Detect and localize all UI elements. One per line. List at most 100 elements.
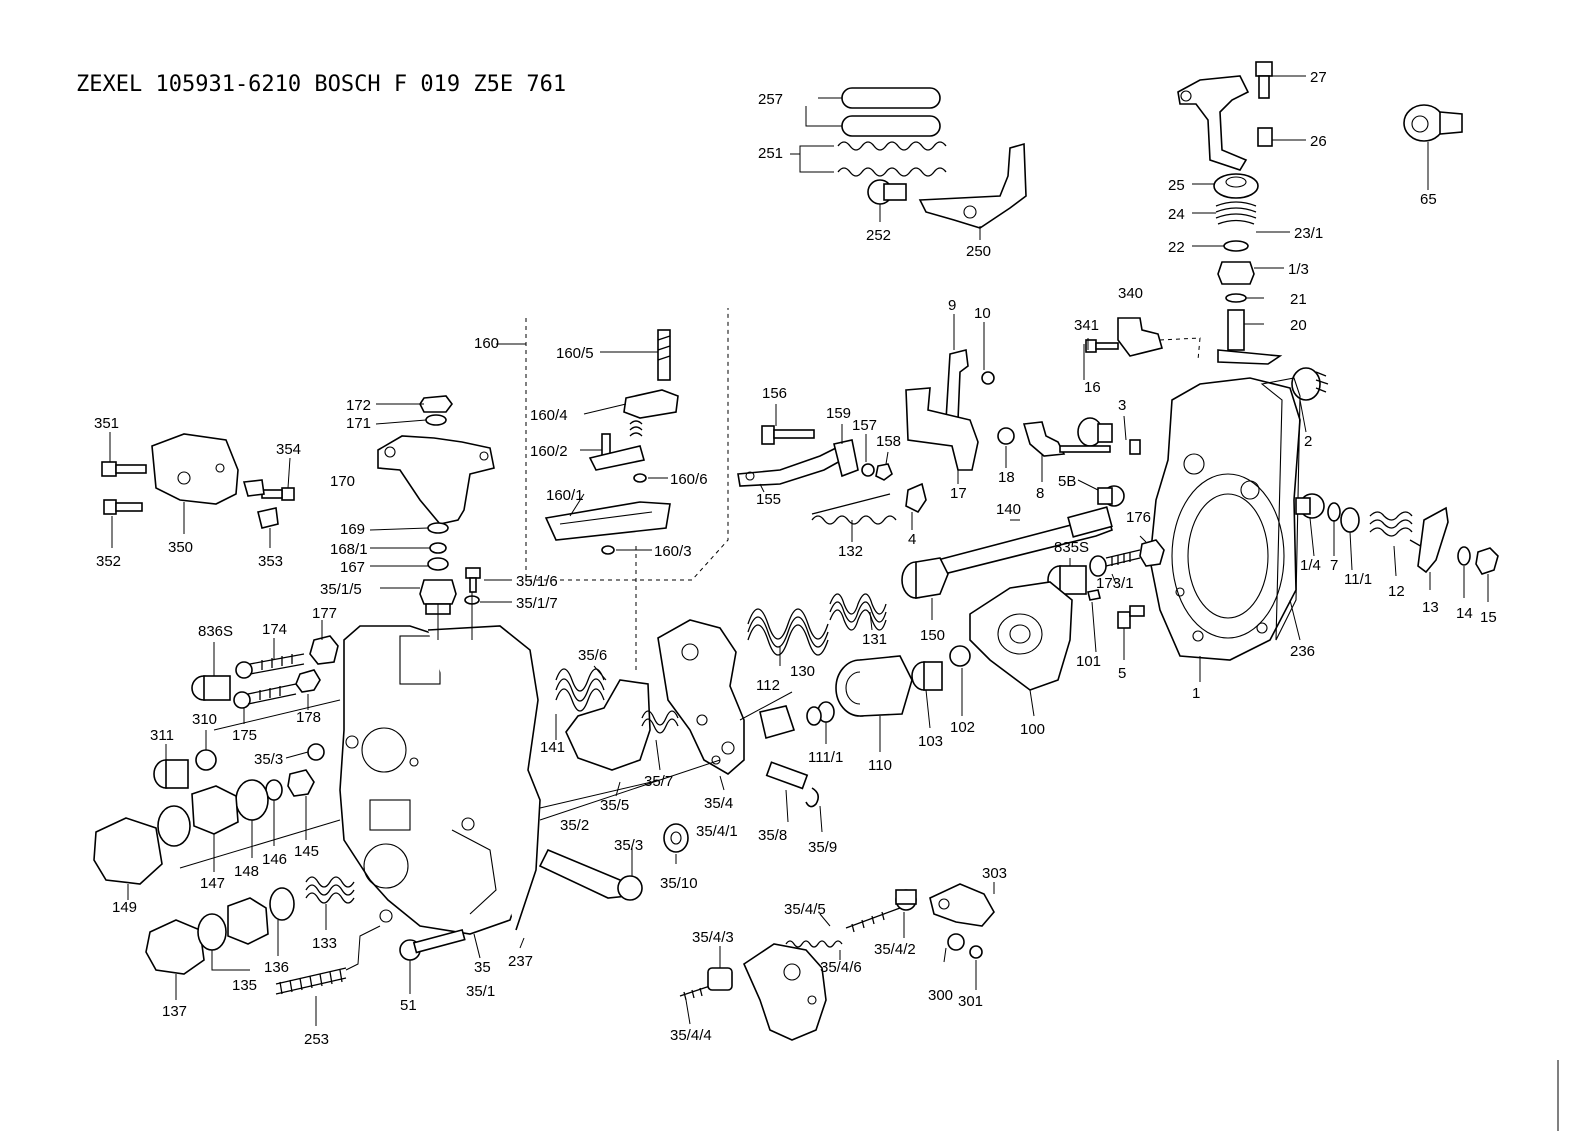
pin-35-2 (538, 848, 643, 901)
washer-102 (949, 645, 971, 667)
label-140: 140 (996, 501, 1021, 518)
label-145: 145 (294, 843, 319, 860)
bracket-4 (905, 482, 927, 514)
governor-lever-35-4 (657, 619, 745, 775)
screw-26 (1257, 127, 1273, 147)
label-150: 150 (920, 627, 945, 644)
spring-131 (829, 593, 887, 631)
label-173-1: 173/1 (1096, 575, 1134, 592)
bolt-352 (103, 499, 143, 515)
nut-176 (1139, 539, 1165, 567)
label-112: 112 (756, 677, 780, 694)
washer-171 (425, 414, 447, 426)
bracket-350 (151, 433, 239, 505)
lever-8 (1022, 421, 1111, 457)
label-350: 350 (168, 539, 193, 556)
washer-136 (269, 887, 295, 921)
bolt-174 (235, 653, 305, 679)
label-35-4: 35/4 (704, 795, 733, 812)
label-35-6: 35/6 (578, 647, 607, 664)
label-168-1: 168/1 (330, 541, 368, 558)
label-1-3: 1/3 (1288, 261, 1309, 278)
leader-lines (109, 75, 1559, 1131)
label-354: 354 (276, 441, 301, 458)
label-13: 13 (1422, 599, 1439, 616)
label-160-5: 160/5 (556, 345, 594, 362)
label-35-4-2: 35/4/2 (874, 941, 916, 958)
bracket-340 (1117, 317, 1163, 357)
label-132: 132 (838, 543, 863, 560)
label-835s: 835S (1054, 539, 1089, 556)
clip-301 (969, 945, 983, 959)
plug-5b (1097, 485, 1125, 507)
label-35-4-6: 35/4/6 (820, 959, 862, 976)
cap-137 (145, 919, 205, 975)
label-146: 146 (262, 851, 287, 868)
label-155: 155 (756, 491, 781, 508)
label-22: 22 (1168, 239, 1185, 256)
label-310: 310 (192, 711, 217, 728)
plate-159 (833, 439, 859, 478)
bolt-173-1 (1089, 549, 1141, 577)
key-101 (1087, 589, 1101, 601)
flyweight-100 (969, 581, 1073, 691)
label-160-1: 160/1 (546, 487, 584, 504)
gear-110 (835, 655, 913, 717)
label-103: 103 (918, 733, 943, 750)
nut-15 (1475, 547, 1499, 575)
label-353: 353 (258, 553, 283, 570)
label-23-1: 23/1 (1294, 225, 1323, 242)
label-110: 110 (868, 757, 892, 774)
nut-178 (295, 669, 321, 693)
lever-bracket-top (1177, 75, 1250, 171)
pump-housing-1 (1149, 377, 1301, 661)
plug-311 (153, 759, 189, 789)
washer-135 (197, 913, 227, 951)
label-341: 341 (1074, 317, 1099, 334)
label-35-5: 35/5 (600, 797, 629, 814)
label-35-3: 35/3 (254, 751, 283, 768)
guide-35-6 (565, 679, 651, 771)
spring-133 (305, 876, 355, 904)
label-160-4: 160/4 (530, 407, 568, 424)
nut-147 (191, 785, 239, 835)
lever-160-4 (623, 389, 679, 419)
label-35-3b: 35/3 (614, 837, 643, 854)
label-35-2: 35/2 (560, 817, 589, 834)
label-156: 156 (762, 385, 787, 402)
label-26: 26 (1310, 133, 1327, 150)
spring-160 (629, 420, 643, 437)
label-35-1-7: 35/1/7 (516, 595, 558, 612)
label-157: 157 (852, 417, 877, 434)
label-35-1: 35/1 (466, 983, 495, 1000)
nut-177 (309, 635, 339, 665)
label-35-4-4: 35/4/4 (670, 1027, 712, 1044)
cap-149 (93, 817, 163, 885)
label-35-8: 35/8 (758, 827, 787, 844)
rod-35-4-4 (679, 985, 711, 1001)
label-174: 174 (262, 621, 287, 638)
label-27: 27 (1310, 69, 1327, 86)
screw-35-1-6 (465, 567, 481, 593)
screw-3 (1129, 439, 1141, 455)
gasket-237 (427, 625, 541, 931)
plug-2 (1291, 367, 1329, 401)
rod-35-4-5 (845, 907, 901, 933)
washer-157 (861, 463, 875, 477)
sleeve-257 (841, 87, 941, 137)
washer-11-1 (1340, 507, 1360, 533)
label-1: 1 (1192, 685, 1200, 702)
label-10: 10 (974, 305, 991, 322)
label-7: 7 (1330, 557, 1338, 574)
bushing-35-10 (663, 823, 689, 853)
label-35-7: 35/7 (644, 773, 673, 790)
screw-341 (1085, 339, 1119, 353)
label-5: 5 (1118, 665, 1126, 682)
clip-160-6 (633, 473, 647, 483)
label-836s: 836S (198, 623, 233, 640)
spring-12 (1369, 511, 1425, 549)
label-236: 236 (1290, 643, 1315, 660)
label-35-4-1: 35/4/1 (696, 823, 738, 840)
label-11-1: 11/1 (1344, 571, 1372, 588)
